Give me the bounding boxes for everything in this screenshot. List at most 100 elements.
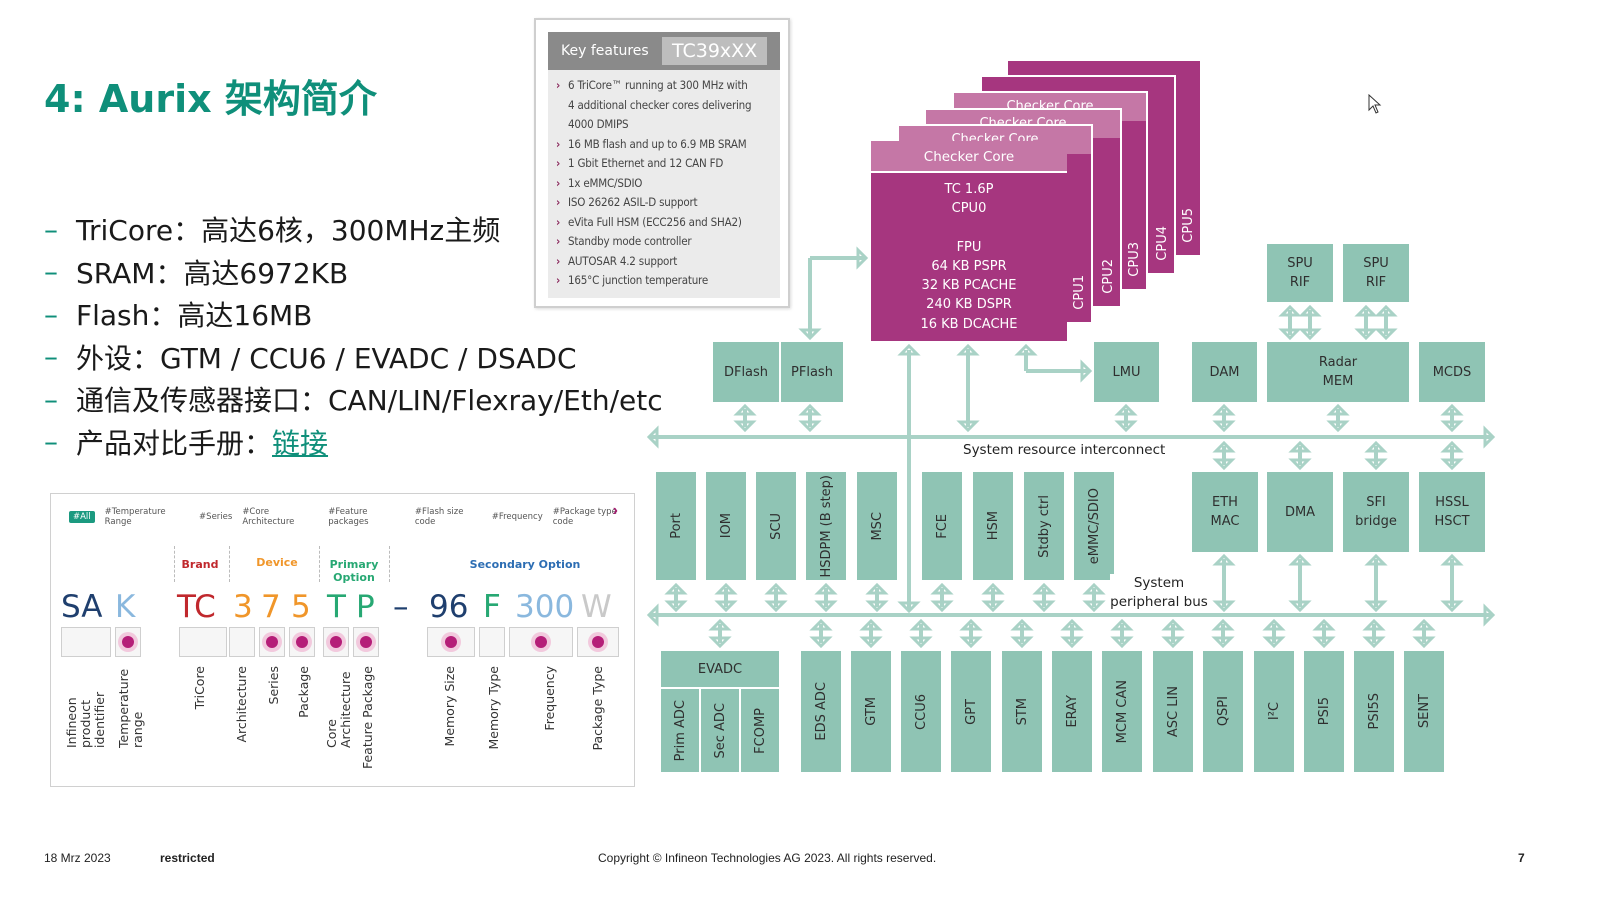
arrow-head bbox=[1374, 328, 1398, 341]
arrow-head bbox=[1060, 618, 1084, 631]
cpu-label: CPU3 bbox=[1127, 242, 1142, 277]
arrow-head bbox=[798, 420, 822, 433]
arrow-head bbox=[1288, 553, 1312, 566]
field-marker-dot bbox=[266, 636, 278, 648]
part-number-field-label: Architecture bbox=[234, 666, 249, 743]
peripheral-block-label: HSM bbox=[985, 511, 1001, 541]
arrow-head bbox=[1212, 403, 1236, 416]
field-marker-dot bbox=[330, 636, 342, 648]
peripheral-block: ERAY bbox=[1052, 651, 1092, 772]
arrow-head bbox=[1212, 420, 1236, 433]
peripheral-block-label: GPT bbox=[963, 698, 979, 725]
peripheral-block: SENT bbox=[1404, 651, 1444, 772]
peripheral-block-label: I²C bbox=[1266, 702, 1282, 721]
part-number-char: T bbox=[327, 589, 346, 625]
arrow-head bbox=[1362, 636, 1386, 649]
part-number-tag: #Package type code bbox=[552, 507, 617, 527]
chevron-right-icon[interactable]: › bbox=[612, 502, 618, 519]
evadc-subunit-label: FCOMP bbox=[752, 707, 768, 754]
part-number-char: W bbox=[581, 589, 612, 625]
arrow-head bbox=[809, 636, 833, 649]
peripheral-block-label: Stdby ctrl bbox=[1036, 494, 1052, 558]
key-features-panel: Key features TC39xXX 6 TriCore™ running … bbox=[534, 18, 790, 308]
cpu0-detail-line: 32 KB PCACHE bbox=[921, 278, 1017, 294]
peripheral-block: PSI5S bbox=[1354, 651, 1394, 772]
peripheral-block-label: PSI5 bbox=[1316, 697, 1332, 726]
arrow-head bbox=[733, 403, 757, 416]
arrow-head bbox=[1262, 618, 1286, 631]
arrow-head bbox=[1312, 618, 1336, 631]
peripheral-block-label: FCE bbox=[934, 513, 950, 539]
mouse-cursor-icon bbox=[1368, 94, 1382, 114]
part-number-char: 3 bbox=[233, 589, 253, 625]
category-separator bbox=[229, 546, 230, 582]
field-marker-dot bbox=[122, 636, 134, 648]
arrow-head bbox=[1298, 328, 1322, 341]
peripheral-block-label: Port bbox=[668, 513, 684, 539]
part-number-char: SA bbox=[61, 589, 103, 625]
cpu0-detail-line: 64 KB PSPR bbox=[931, 258, 1007, 274]
arrow-head bbox=[1412, 636, 1436, 649]
peripheral-block-label: MSC bbox=[869, 511, 885, 541]
arrow-head bbox=[814, 600, 838, 613]
arrow-head bbox=[1014, 343, 1038, 356]
part-number-tag-bar: #All#Temperature Range#Series#Core Archi… bbox=[69, 507, 634, 527]
arrow-head bbox=[1082, 600, 1106, 613]
category-separator bbox=[319, 546, 320, 582]
arrow-head bbox=[1354, 328, 1378, 341]
part-number-tag: #Feature packages bbox=[328, 507, 369, 527]
peripheral-block: GTM bbox=[851, 651, 891, 772]
part-number-field-box bbox=[427, 627, 475, 657]
peripheral-block-label: HSDPM (B step) bbox=[818, 474, 834, 578]
product-manual-link[interactable]: 链接 bbox=[272, 426, 329, 460]
arrow-head bbox=[1412, 618, 1436, 631]
category-device: Device bbox=[256, 556, 298, 569]
arrow-head bbox=[1440, 403, 1464, 416]
arrow-head bbox=[733, 420, 757, 433]
key-features-header: Key features TC39xXX bbox=[548, 32, 780, 70]
part-number-tag: #Flash size code bbox=[414, 507, 464, 527]
arrow-head bbox=[1212, 553, 1236, 566]
arrow-head bbox=[959, 618, 983, 631]
peripheral-block-label: IOM bbox=[718, 513, 734, 539]
key-feature-item: 4 additional checker cores delivering bbox=[568, 97, 752, 112]
arrow-head bbox=[897, 343, 921, 356]
arrow-head bbox=[1212, 440, 1236, 453]
part-number-char: P bbox=[356, 589, 375, 625]
key-feature-item: 1 Gbit Ethernet and 12 CAN FD bbox=[556, 154, 772, 174]
arrow-head bbox=[1032, 600, 1056, 613]
cpu-label: CPU5 bbox=[1181, 208, 1196, 243]
arrow-head bbox=[1211, 618, 1235, 631]
evadc-subunit: Prim ADC bbox=[661, 689, 699, 772]
arrow-head bbox=[798, 403, 822, 416]
part-number-field-label: Temperature range bbox=[116, 668, 145, 748]
part-number-field-label: Package bbox=[296, 666, 311, 718]
part-number-tag: #Series bbox=[199, 512, 233, 522]
lmu-block-label: LMU bbox=[1112, 364, 1141, 380]
peripheral-block-label: MCM CAN bbox=[1114, 679, 1130, 744]
dflash-block-label: DFlash bbox=[723, 364, 769, 380]
arrow-head bbox=[1114, 403, 1138, 416]
key-feature-item: eVita Full HSM (ECC256 and SHA2) bbox=[556, 213, 772, 233]
bullet-product-manual: –产品对比手册：链接 bbox=[44, 421, 663, 464]
dam-block-label: DAM bbox=[1209, 364, 1240, 380]
key-feature-item: 4000 DMIPS bbox=[568, 117, 629, 131]
cpu0-detail-line bbox=[871, 219, 1067, 238]
arrow-head bbox=[1114, 420, 1138, 433]
arrow-head bbox=[1278, 328, 1302, 341]
field-marker-dot bbox=[445, 636, 457, 648]
arrow-head bbox=[909, 618, 933, 631]
arrow-head bbox=[859, 636, 883, 649]
peripheral-block: eMMC/SDIO bbox=[1074, 472, 1114, 580]
part-number-field-label: Memory Type bbox=[486, 666, 501, 750]
part-number-field-label: Series bbox=[266, 666, 281, 705]
peripheral-block-label: eMMC/SDIO bbox=[1086, 487, 1102, 565]
peripheral-block: HSM bbox=[973, 472, 1013, 580]
